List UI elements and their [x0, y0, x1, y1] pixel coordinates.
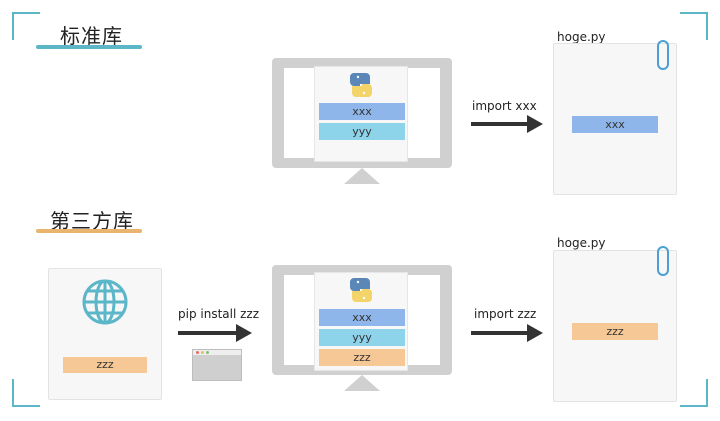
file-card-third-party: zzz	[553, 250, 677, 402]
arrow-right-icon	[471, 122, 529, 126]
library-panel: xxx yyy	[314, 66, 408, 162]
frame-corner-bottom-left	[12, 379, 40, 407]
package-card: zzz	[48, 268, 162, 400]
package-label-zzz: zzz	[63, 357, 147, 373]
arrow-head	[527, 324, 543, 342]
library-bar-yyy: yyy	[319, 123, 405, 140]
paperclip-icon	[657, 40, 669, 70]
browser-dot-red	[196, 351, 199, 354]
paperclip-icon	[657, 246, 669, 276]
browser-window-icon	[192, 349, 242, 381]
arrow-head	[527, 115, 543, 133]
library-bar-xxx: xxx	[319, 103, 405, 120]
file-name-third-party: hoge.py	[557, 236, 606, 250]
file-name-standard: hoge.py	[557, 30, 606, 44]
frame-corner-top-left	[12, 12, 40, 40]
browser-dot-green	[206, 351, 209, 354]
arrow-right-icon	[471, 331, 529, 335]
section-title-standard: 标准库	[60, 24, 123, 48]
monitor-stand	[344, 375, 380, 391]
frame-corner-bottom-right	[680, 379, 708, 407]
file-content-xxx: xxx	[572, 116, 658, 133]
arrow-label-import-xxx: import xxx	[472, 99, 537, 113]
browser-dot-yellow	[201, 351, 204, 354]
python-logo-icon	[350, 73, 372, 97]
arrow-head	[236, 324, 252, 342]
globe-icon	[82, 279, 128, 325]
arrow-label-pip-install: pip install zzz	[178, 307, 260, 321]
file-card-standard: xxx	[553, 43, 677, 195]
library-bar-zzz: zzz	[319, 349, 405, 366]
arrow-right-icon	[178, 331, 238, 335]
library-panel: xxx yyy zzz	[314, 272, 408, 371]
browser-titlebar	[193, 350, 241, 355]
frame-corner-top-right	[680, 12, 708, 40]
section-underline-standard	[36, 45, 142, 49]
monitor-stand	[344, 168, 380, 184]
arrow-label-import-zzz: import zzz	[474, 307, 537, 321]
section-underline-third-party	[36, 229, 142, 233]
file-content-zzz: zzz	[572, 323, 658, 340]
python-logo-icon	[350, 278, 372, 302]
library-bar-xxx: xxx	[319, 309, 405, 326]
library-bar-yyy: yyy	[319, 329, 405, 346]
